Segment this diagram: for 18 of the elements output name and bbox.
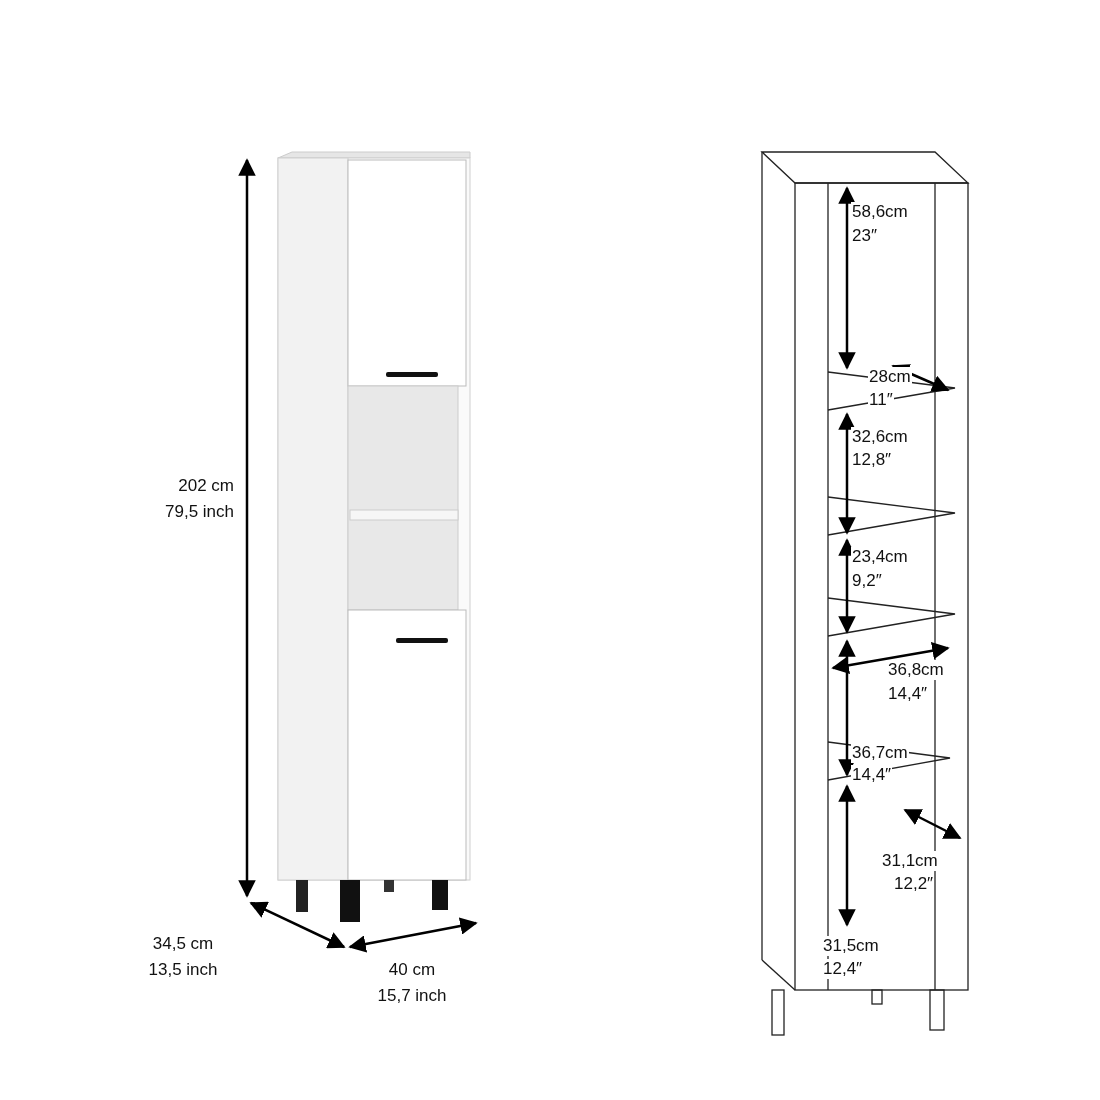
dimension-label: 23,4cm xyxy=(851,547,909,567)
dimension-label: 34,5 cm xyxy=(151,934,215,954)
dimension-label: 31,5cm xyxy=(822,936,880,956)
dimension-label: 9,2″ xyxy=(851,571,883,591)
dimension-label: 12,2″ xyxy=(893,874,935,894)
dimension-label: 15,7 inch xyxy=(376,986,448,1006)
dimension-label: 12,8″ xyxy=(851,450,893,470)
dimension-label: 14,4″ xyxy=(851,765,893,785)
dimension-label: 28cm xyxy=(868,367,912,387)
dimension-label: 12,4″ xyxy=(822,959,864,979)
dimension-label: 36,8cm xyxy=(887,660,945,680)
dimension-label: 13,5 inch xyxy=(147,960,219,980)
dimension-label: 58,6cm xyxy=(851,202,909,222)
dimension-label: 79,5 inch xyxy=(164,502,235,522)
dimension-label: 32,6cm xyxy=(851,427,909,447)
dimension-label: 14,4″ xyxy=(887,684,929,704)
dimension-label: 36,7cm xyxy=(851,743,909,763)
dimension-label: 31,1cm xyxy=(881,851,939,871)
